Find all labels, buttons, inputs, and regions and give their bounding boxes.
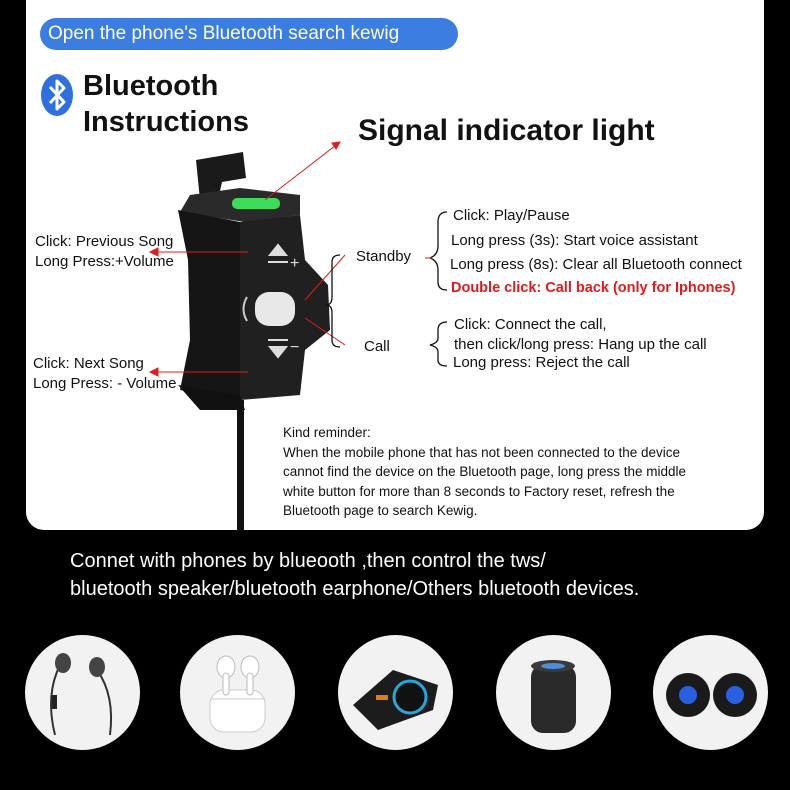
volume-up-label: Long Press:+Volume: [35, 253, 174, 270]
signal-indicator-label: Signal indicator light: [358, 114, 655, 147]
call-item: Long press: Reject the call: [453, 354, 630, 371]
call-item: Click: Connect the call,: [454, 316, 607, 333]
airpods-icon: [180, 635, 295, 750]
standby-arrow: [304, 254, 346, 301]
left-brace: [325, 254, 341, 348]
reminder-line: white button for more than 8 seconds to …: [283, 483, 675, 499]
tws-earbuds-icon: [653, 635, 768, 750]
reminder-line: Bluetooth page to search Kewig.: [283, 503, 478, 518]
search-banner: Open the phone's Bluetooth search kewig: [40, 18, 458, 50]
call-brace: [429, 321, 448, 367]
svg-text:−: −: [290, 339, 299, 356]
standby-label: Standby: [356, 248, 412, 265]
smart-speaker-icon: [496, 635, 611, 750]
helmet-headset-icon: [338, 635, 453, 750]
previous-song-label: Click: Previous Song: [35, 233, 174, 250]
standby-brace: [428, 211, 448, 291]
standby-item: Long press (3s): Start voice assistant: [451, 232, 698, 249]
kind-reminder: Kind reminder: When the mobile phone tha…: [283, 423, 763, 521]
volume-down-icon: [267, 339, 289, 359]
standby-item: Long press (8s): Clear all Bluetooth con…: [450, 256, 742, 273]
reminder-line: When the mobile phone that has not been …: [283, 444, 681, 460]
call-label: Call: [364, 338, 390, 355]
cable: [237, 400, 244, 540]
call-arrow: [304, 317, 346, 346]
reminder-heading: Kind reminder:: [283, 425, 371, 440]
led-indicator: [232, 198, 280, 209]
compatibility-line-2: bluetooth speaker/bluetooth earphone/Oth…: [70, 578, 640, 600]
middle-button: [255, 292, 295, 326]
title-line-2: Instructions: [83, 106, 249, 138]
instruction-card: [26, 0, 764, 530]
page-title: Bluetooth Instructions: [83, 68, 249, 140]
device-side: [178, 210, 240, 400]
reminder-line: cannot find the device on the Bluetooth …: [283, 464, 687, 479]
title-line-1: Bluetooth: [83, 70, 219, 102]
signal-arrow: [264, 141, 341, 201]
earphones-icon: [25, 635, 140, 750]
svg-text:+: +: [290, 255, 299, 272]
compatibility-line-1: Connet with phones by blueooth ,then con…: [70, 550, 546, 572]
next-song-label: Click: Next Song: [33, 355, 144, 372]
call-item: then click/long press: Hang up the call: [454, 336, 707, 353]
compatibility-text: Connet with phones by blueooth ,then con…: [70, 547, 639, 603]
volume-up-icon: [267, 243, 289, 263]
bluetooth-icon: [41, 74, 73, 116]
device-clip: [196, 152, 246, 200]
phone-icon: [242, 296, 248, 322]
volume-down-label: Long Press: - Volume: [33, 375, 177, 392]
standby-item: Click: Play/Pause: [453, 207, 570, 224]
standby-item-highlight: Double click: Call back (only for Iphone…: [451, 280, 736, 296]
